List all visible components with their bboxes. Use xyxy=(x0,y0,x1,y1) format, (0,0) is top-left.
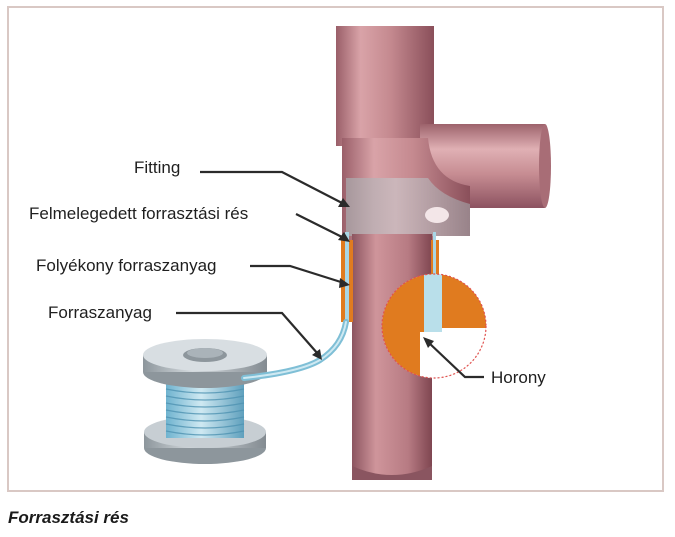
solder-wire xyxy=(241,319,349,381)
solder-spool xyxy=(143,339,267,464)
tee-fitting xyxy=(342,138,470,246)
groove-magnifier xyxy=(381,273,487,379)
leader-groove xyxy=(427,341,484,379)
liquid-solder-left xyxy=(341,232,353,322)
liquid-solder-right xyxy=(431,232,439,274)
leader-liquid-solder xyxy=(250,264,345,285)
arrow-solder xyxy=(312,349,322,360)
leader-fitting xyxy=(200,170,345,205)
label-solder: Forraszanyag xyxy=(48,303,152,322)
label-groove: Horony xyxy=(491,368,546,387)
arrow-fitting xyxy=(338,198,350,207)
arrow-heated-gap xyxy=(338,232,350,242)
label-liquid-solder: Folyékony forraszanyag xyxy=(36,256,216,275)
label-heated-gap: Felmelegedett forrasztási rés xyxy=(29,204,248,223)
diagram-frame xyxy=(7,6,664,492)
leader-heated-gap xyxy=(295,213,345,239)
label-fitting: Fitting xyxy=(134,158,180,177)
arrow-liquid-solder xyxy=(339,278,350,288)
arrow-groove xyxy=(423,337,434,348)
figure-caption: Forrasztási rés xyxy=(8,508,129,527)
upper-pipe xyxy=(336,26,434,146)
leader-solder xyxy=(176,311,319,355)
